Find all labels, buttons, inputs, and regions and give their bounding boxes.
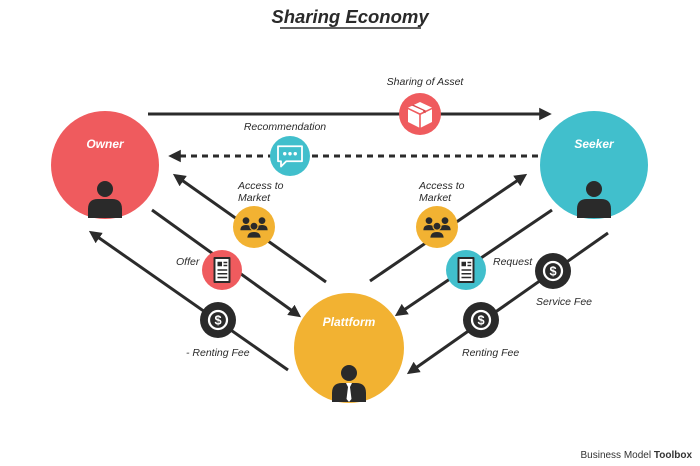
offer-badge (202, 250, 242, 290)
platform-node: Plattform (294, 293, 404, 403)
diagram-title: Sharing Economy (271, 6, 430, 27)
access-to-market-right-label-line2: Market (419, 192, 452, 204)
access-to-market-left-label-line2: Market (238, 192, 271, 204)
access-to-market-right-badge (416, 206, 458, 248)
access-to-market-right-label-line1: Access to (418, 180, 465, 192)
seeker-circle (540, 111, 648, 219)
renting-fee-left-badge (200, 302, 236, 338)
renting-fee-left-label: - Renting Fee (186, 347, 250, 359)
seeker-node: Seeker (540, 111, 648, 219)
document-icon (213, 257, 231, 283)
brand-regular-text: Business Model (580, 450, 651, 461)
flow-arrows (88, 107, 609, 375)
renting-fee-owner-arrow (88, 230, 289, 372)
document-icon (457, 257, 475, 283)
sharing-of-asset-badge (399, 93, 441, 135)
service-fee-badge (535, 253, 571, 289)
renting-fee-right-label: Renting Fee (462, 347, 519, 359)
owner-circle (51, 111, 159, 219)
brand-label: Business Model Toolbox (580, 450, 692, 461)
renting-fee-platform-arrow (406, 231, 609, 375)
seeker-label: Seeker (574, 137, 615, 151)
service-fee-label: Service Fee (536, 296, 592, 308)
platform-label: Plattform (323, 315, 376, 329)
owner-node: Owner (51, 111, 159, 219)
recommendation-badge (270, 136, 310, 176)
request-badge (446, 250, 486, 290)
recommendation-label: Recommendation (244, 121, 326, 133)
owner-label: Owner (86, 137, 125, 151)
renting-fee-right-badge (463, 302, 499, 338)
sharing-of-asset-label: Sharing of Asset (387, 76, 465, 88)
badge-circle (270, 136, 310, 176)
request-label: Request (493, 256, 533, 268)
badge-circle (399, 93, 441, 135)
offer-label: Offer (176, 256, 200, 268)
brand-bold-text: Toolbox (654, 450, 693, 461)
access-to-market-left-badge (233, 206, 275, 248)
access-to-market-left-label-line1: Access to (237, 180, 284, 192)
platform-circle (294, 293, 404, 403)
